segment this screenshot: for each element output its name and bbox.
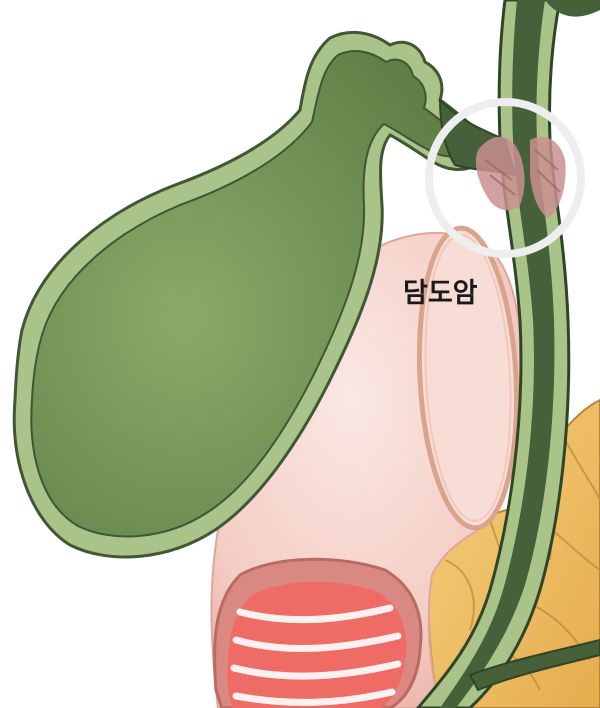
ampulla-ring xyxy=(416,225,520,531)
tumor-label: 담도암 xyxy=(403,278,478,309)
highlight-circle xyxy=(425,98,585,258)
duodenum xyxy=(210,225,523,708)
gallbladder xyxy=(12,30,492,559)
tumor xyxy=(475,136,566,218)
